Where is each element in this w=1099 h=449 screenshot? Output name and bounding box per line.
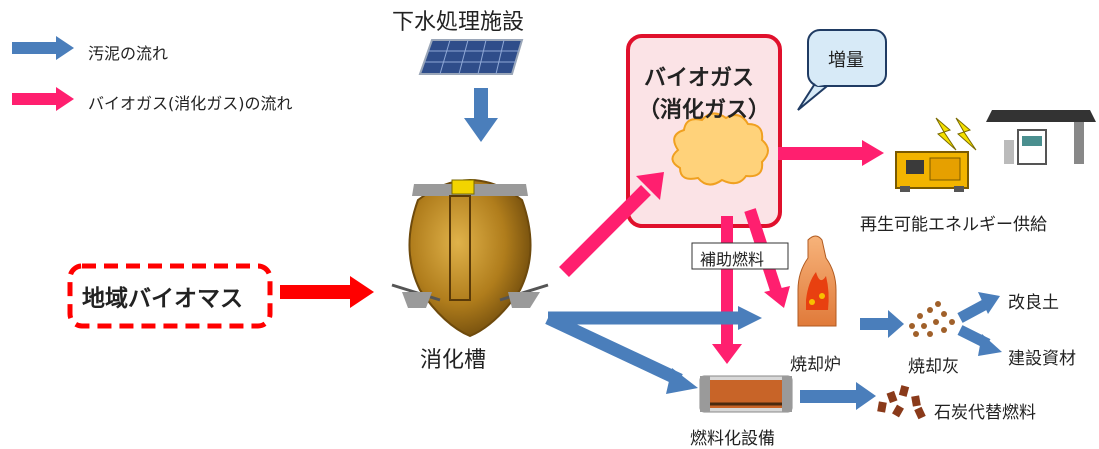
biogas-title-line2: （消化ガス） <box>638 98 771 123</box>
legend-sludge-arrow <box>12 36 74 60</box>
arrow-digester-to-biogas <box>559 172 664 277</box>
digester-tank-icon <box>391 179 549 338</box>
ash-particles-icon <box>909 301 955 337</box>
generator-icon <box>895 117 977 192</box>
renewable-supply-label: 再生可能エネルギー供給 <box>860 215 1047 235</box>
local-biomass-box <box>67 263 273 329</box>
arrow-biogas-to-renewable <box>778 140 884 166</box>
fuel-facility-icon <box>699 375 793 413</box>
incineration-ash-label: 焼却灰 <box>908 357 959 377</box>
arrow-ash-to-soil <box>957 292 1000 323</box>
arrow-biomass-to-digester <box>280 276 374 308</box>
arrow-biogas-to-fuel-facility <box>712 216 742 364</box>
arrow-digester-to-fuel-facility <box>545 312 698 394</box>
arrow-digester-to-incinerator <box>548 306 762 330</box>
aux-fuel-label: 補助燃料 <box>700 250 765 269</box>
arrow-fuel-facility-to-coal <box>800 382 876 410</box>
legend-biogas-arrow <box>12 87 74 111</box>
fuel-facility-label: 燃料化設備 <box>690 429 775 449</box>
soil-improvement-label: 改良土 <box>1008 293 1059 313</box>
incinerator-label: 焼却炉 <box>790 355 841 375</box>
fuel-station-icon <box>986 110 1096 165</box>
sewage-plant-label: 下水処理施設 <box>392 10 525 35</box>
aux-fuel-box <box>691 242 789 270</box>
biogas-cloud-icon <box>671 112 769 186</box>
coal-pellets-icon <box>877 385 926 420</box>
construction-material-label: 建設資材 <box>1008 349 1076 369</box>
biogas-title-line1: バイオガス <box>644 66 755 91</box>
digester-label: 消化槽 <box>420 348 487 373</box>
arrow-ash-to-construction <box>957 325 1002 356</box>
incinerator-icon <box>797 235 837 327</box>
legend-biogas-label: バイオガス(消化ガス)の流れ <box>88 94 293 113</box>
arrow-incinerator-to-ash <box>860 310 904 338</box>
arrow-plant-to-digester <box>464 88 498 142</box>
local-biomass-label: 地域バイオマス <box>82 286 243 312</box>
increase-callout-bubble <box>797 29 887 111</box>
solar-panel-icon <box>418 39 524 75</box>
increase-callout-label: 増量 <box>828 50 864 71</box>
legend-sludge-label: 汚泥の流れ <box>88 44 169 63</box>
coal-substitute-label: 石炭代替燃料 <box>934 403 1036 423</box>
